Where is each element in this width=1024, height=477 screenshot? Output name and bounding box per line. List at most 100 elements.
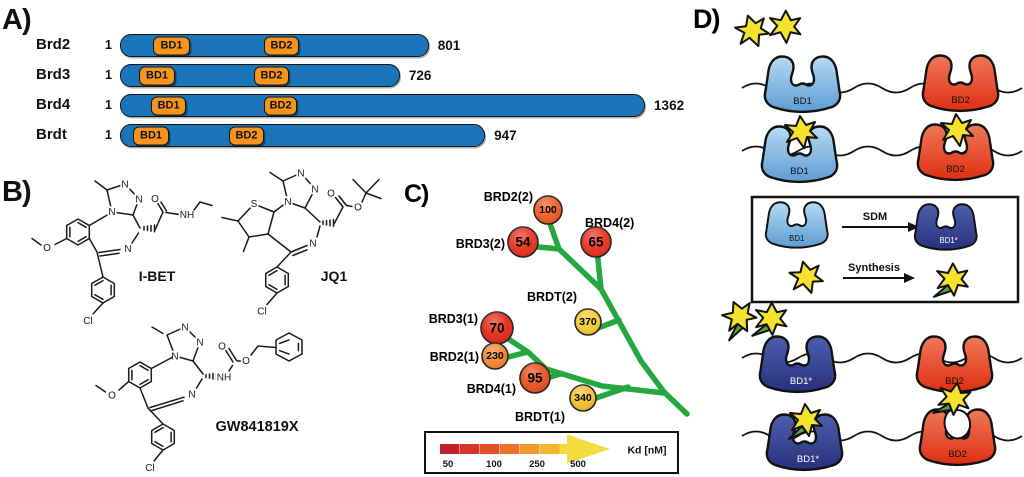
atom-label: O	[43, 243, 51, 254]
svg-text:70: 70	[489, 321, 504, 336]
tree-node-brd3-1: 70	[480, 311, 514, 345]
kd-color-legend: 50 100 250 500 Kd [nM]	[424, 431, 679, 474]
tree-node-label: BRD3(2)	[456, 237, 505, 251]
legend-segment	[460, 444, 480, 454]
ligand-parent-box	[787, 258, 826, 297]
atom-label: Cl	[145, 463, 154, 474]
bd1-domain-row1: BD1	[763, 55, 842, 114]
protein-name: Brd3	[36, 66, 71, 83]
bd1-domain: BD1	[152, 36, 190, 55]
molecule-gw841819x: N N N O N NH O O	[95, 321, 303, 476]
panel-b-structures: N N N O O NH N Cl I-BET	[31, 167, 382, 476]
svg-text:100: 100	[539, 204, 557, 216]
bd1-mutant-domain-box: BD1*	[913, 203, 978, 251]
tree-node-brdt-2: 370	[574, 308, 602, 336]
atom-label: N	[108, 207, 115, 218]
molecule-name: JQ1	[321, 268, 348, 284]
atom-label: N	[124, 244, 131, 255]
ligand-modified-free	[752, 301, 788, 339]
svg-text:65: 65	[588, 235, 604, 250]
legend-arrow-head	[567, 434, 610, 464]
svg-text:BD2: BD2	[951, 95, 969, 106]
bd2-domain-row5: BD2	[918, 408, 997, 467]
tree-node-label: BRD4(1)	[467, 382, 516, 396]
start-residue: 1	[105, 128, 112, 142]
panel-d-cartoon: D) BD1 BD2 BD1 BD2	[693, 4, 1023, 472]
bd1-domain: BD1	[139, 66, 175, 85]
molecule-ibet: N N N O O NH N Cl I-BET	[31, 178, 213, 329]
bd2-domain-row1: BD2	[921, 54, 1000, 113]
bd1-mutant-domain-row4: BD1*	[758, 335, 837, 394]
start-residue: 1	[105, 68, 112, 82]
legend-segment	[480, 444, 500, 454]
panel-a-label: A)	[2, 4, 32, 36]
svg-text:BD1: BD1	[789, 234, 804, 243]
legend-segment	[500, 444, 520, 454]
atom-label: O	[354, 203, 362, 214]
svg-text:BD2: BD2	[946, 164, 964, 175]
atom-label: Cl	[257, 307, 266, 318]
svg-text:BD1*: BD1*	[940, 236, 958, 245]
atom-label: N	[135, 195, 142, 206]
tree-node-brd2-2: 100	[533, 195, 563, 225]
engineering-scheme-box: BD1 SDM BD1* Synthesis	[750, 195, 1020, 304]
svg-text:BD2: BD2	[945, 376, 963, 387]
bd2-domain: BD2	[264, 96, 298, 115]
atom-label: N	[309, 239, 316, 250]
atom-label: N	[311, 185, 318, 196]
start-residue: 1	[105, 38, 112, 52]
atom-label: N	[297, 169, 304, 180]
sdm-arrow	[908, 222, 919, 232]
protein-name: Brd2	[36, 36, 71, 53]
legend-tick: 250	[529, 459, 545, 470]
bd2-domain: BD2	[253, 66, 290, 85]
legend-segment	[540, 444, 560, 454]
ligand-free	[732, 11, 773, 52]
bd1-domain-box: BD1	[764, 201, 829, 249]
tree-node-label: BRD2(2)	[484, 190, 533, 204]
svg-text:340: 340	[574, 392, 592, 404]
phylogenetic-tree	[501, 215, 690, 417]
bd1-domain-row2: BD1	[760, 125, 839, 184]
atom-label: O	[108, 391, 116, 402]
bd2-domain: BD2	[264, 36, 300, 55]
protein-bar: BD1 BD2	[120, 34, 429, 57]
svg-text:BD1*: BD1*	[797, 454, 819, 465]
atom-label: N	[121, 180, 128, 191]
tree-node-label: BRDT(1)	[515, 410, 565, 424]
ligand-modified-box	[934, 262, 970, 300]
synthesis-arrow	[904, 273, 915, 283]
end-residue: 726	[408, 68, 432, 83]
atom-label: N	[181, 323, 188, 334]
atom-label: O	[218, 342, 226, 353]
legend-segment	[520, 444, 540, 454]
start-residue: 1	[105, 98, 112, 112]
bd2-domain-row4: BD2	[915, 335, 994, 394]
atom-label: O	[151, 194, 159, 205]
tree-node-brdt-1: 340	[569, 384, 597, 412]
svg-text:230: 230	[486, 350, 504, 362]
molecule-name: I-BET	[139, 268, 176, 284]
panel-d-label: D)	[693, 4, 720, 34]
end-residue: 947	[494, 128, 517, 143]
tree-node-label: BRDT(2)	[527, 290, 577, 304]
svg-text:BD1: BD1	[790, 166, 808, 177]
bd2-domain-row2: BD2	[916, 123, 995, 182]
panel-c-label: C)	[404, 180, 429, 208]
atom-label: N	[284, 197, 291, 208]
svg-text:BD1: BD1	[793, 96, 811, 107]
tree-node-brd2-1: 230	[481, 342, 509, 370]
atom-label: O	[327, 189, 335, 200]
atom-label: N	[196, 338, 203, 349]
atom-label: O	[242, 356, 250, 367]
atom-label: NH	[180, 210, 194, 221]
svg-text:BD1*: BD1*	[790, 376, 812, 387]
atom-label: NH	[217, 373, 231, 384]
legend-segment	[440, 444, 460, 454]
atom-label: N	[188, 390, 195, 401]
svg-text:54: 54	[515, 235, 531, 250]
